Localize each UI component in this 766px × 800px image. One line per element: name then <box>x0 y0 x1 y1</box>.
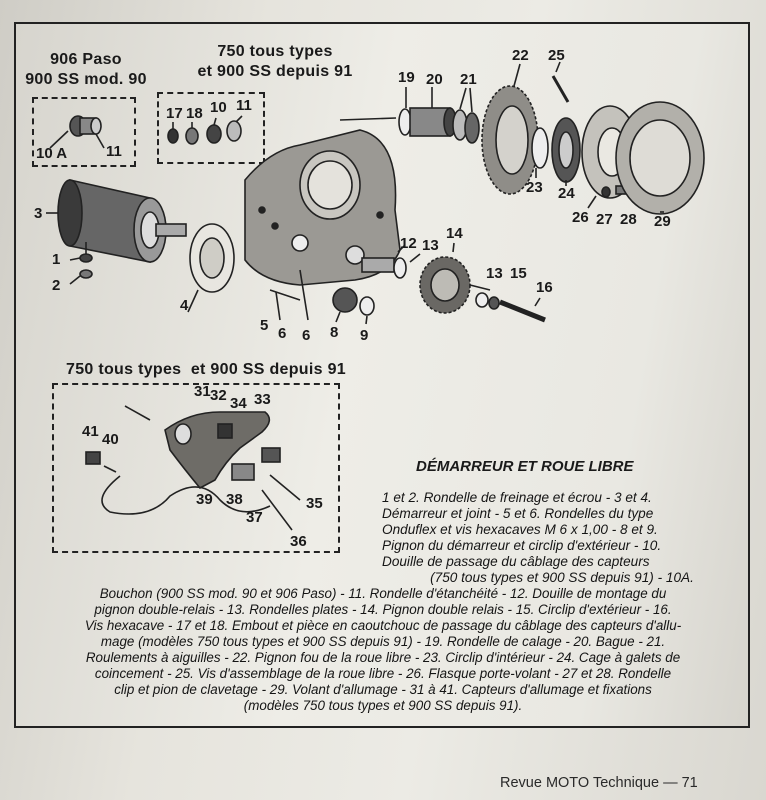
caption-right-line: 1 et 2. Rondelle de freinage et écrou - … <box>382 490 652 505</box>
caption-right-block: 1 et 2. Rondelle de freinage et écrou - … <box>382 490 742 586</box>
caption-right-line: Douille de passage du câblage des capteu… <box>382 554 650 569</box>
callout-16: 16 <box>536 279 553 296</box>
paso-line-1: 906 Paso <box>50 51 122 68</box>
callout-2: 2 <box>52 277 61 294</box>
callout-14: 14 <box>446 225 463 242</box>
callout-33: 33 <box>254 391 271 408</box>
paso-model-label: 906 Paso 900 SS mod. 90 <box>16 50 156 90</box>
callout-24: 24 <box>558 185 575 202</box>
callout-39: 39 <box>196 491 213 508</box>
callout-10a: 10 A <box>36 145 68 162</box>
callout-1: 1 <box>52 251 61 268</box>
caption-full-line: mage (modèles 750 tous types et 900 SS d… <box>100 634 666 649</box>
callout-13-right: 13 <box>486 265 503 282</box>
callout-6-left: 6 <box>278 325 287 342</box>
callout-13-left: 13 <box>422 237 439 254</box>
callout-18: 18 <box>186 105 203 122</box>
callout-27: 27 <box>596 211 613 228</box>
callout-35: 35 <box>306 495 323 512</box>
caption-full-block: Bouchon (900 SS mod. 90 et 906 Paso) - 1… <box>18 586 748 714</box>
callout-31: 31 <box>194 383 211 400</box>
caption-right-line: Démarreur et joint - 5 et 6. Rondelles d… <box>382 506 654 521</box>
callout-19: 19 <box>398 69 415 86</box>
caption-right-line: Onduflex et vis hexacaves M 6 x 1,00 - 8… <box>382 522 658 537</box>
callout-34: 34 <box>230 395 247 412</box>
callout-4: 4 <box>180 297 189 314</box>
callout-29: 29 <box>654 213 671 230</box>
caption-title: DÉMARREUR ET ROUE LIBRE <box>416 458 634 475</box>
callout-8: 8 <box>330 324 339 341</box>
callout-10: 10 <box>210 99 227 116</box>
caption-full-line: pignon double-relais - 13. Rondelles pla… <box>94 602 672 617</box>
callout-25: 25 <box>548 47 565 64</box>
callout-22: 22 <box>512 47 529 64</box>
caption-full-line: clip et pion de clavetage - 29. Volant d… <box>114 682 652 697</box>
caption-right-line: (750 tous types et 900 SS depuis 91) - 1… <box>430 570 694 585</box>
callout-36: 36 <box>290 533 307 550</box>
callout-20: 20 <box>426 71 443 88</box>
caption-full-line: Vis hexacave - 17 et 18. Embout et pièce… <box>84 618 682 633</box>
callout-5: 5 <box>260 317 269 334</box>
sensor-model-label: 750 tous types et 900 SS depuis 91 <box>66 361 346 378</box>
page-footer: Revue MOTO Technique — 71 <box>500 775 698 791</box>
callout-11: 11 <box>236 97 252 114</box>
caption-full-line: (modèles 750 tous types et 900 SS depuis… <box>243 698 523 713</box>
caption-right-line: Pignon du démarreur et circlip d'extérie… <box>382 538 662 553</box>
callout-6-right: 6 <box>302 327 311 344</box>
types-line-2: et 900 SS depuis 91 <box>197 63 353 80</box>
types-inset-box <box>157 92 265 164</box>
callout-26: 26 <box>572 209 589 226</box>
callout-32: 32 <box>210 387 227 404</box>
callout-40: 40 <box>102 431 119 448</box>
types-line-1: 750 tous types <box>217 43 333 60</box>
callout-38: 38 <box>226 491 243 508</box>
callout-21: 21 <box>460 71 477 88</box>
caption-full-line: coincement - 25. Vis d'assemblage de la … <box>94 666 672 681</box>
sensor-inset-box <box>52 383 340 553</box>
callout-3: 3 <box>34 205 43 222</box>
paso-inset-box <box>32 97 136 167</box>
callout-41: 41 <box>82 423 99 440</box>
callout-37: 37 <box>246 509 263 526</box>
callout-9: 9 <box>360 327 369 344</box>
caption-full-line: Roulements à aiguilles - 22. Pignon fou … <box>85 650 681 665</box>
types-model-label: 750 tous types et 900 SS depuis 91 <box>170 42 380 82</box>
callout-15: 15 <box>510 265 527 282</box>
callout-17: 17 <box>166 105 183 122</box>
callout-28: 28 <box>620 211 637 228</box>
callout-11-paso: 11 <box>106 143 122 160</box>
callout-23: 23 <box>526 179 543 196</box>
paso-line-2: 900 SS mod. 90 <box>25 71 147 88</box>
caption-full-line: Bouchon (900 SS mod. 90 et 906 Paso) - 1… <box>99 586 667 601</box>
callout-12: 12 <box>400 235 417 252</box>
